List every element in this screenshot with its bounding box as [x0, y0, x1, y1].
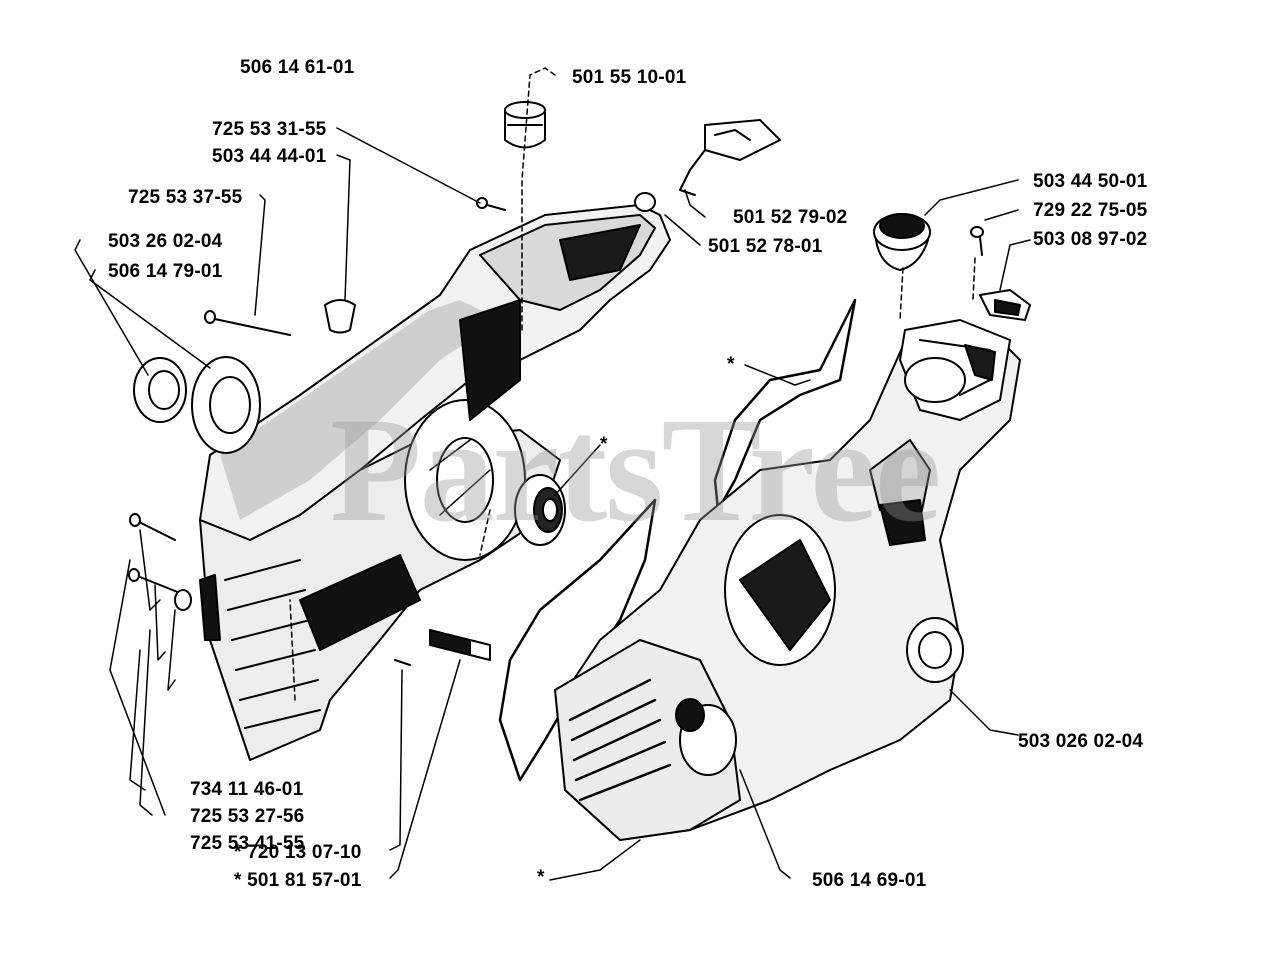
label-725-53-31-55: 725 53 31-55 [212, 119, 327, 140]
label-503-44-50-01: 503 44 50-01 [1033, 171, 1148, 192]
label-asterisk-gasket: * [727, 354, 735, 375]
nipple-501-52-78-01 [634, 192, 656, 212]
label-720-13-07-10: * 720 13 07-10 [234, 842, 362, 863]
right-crankcase-half [554, 319, 1021, 841]
label-501-52-78-01: 501 52 78-01 [708, 236, 823, 257]
label-506-14-79-01: 506 14 79-01 [108, 261, 223, 282]
cap-503-44-50-01 [873, 213, 931, 271]
left-crankcase-half [199, 204, 671, 761]
label-725-53-41-55: 725 53 41-55 [190, 833, 305, 854]
gasket-center [498, 498, 657, 782]
clip-503-08-97-02 [979, 289, 1031, 321]
label-506-14-61-01: 506 14 61-01 [240, 57, 355, 78]
label-503-026-02-04: 503 026 02-04 [1018, 731, 1144, 752]
plug-501-81-57-01 [429, 629, 491, 661]
label-501-55-10-01: 501 55 10-01 [572, 67, 687, 88]
label-501-81-57-01: * 501 81 57-01 [234, 870, 362, 891]
label-asterisk-bearing: * [600, 434, 608, 455]
label-asterisk-crankcase: * [537, 867, 545, 888]
label-506-14-69-01: 506 14 69-01 [812, 870, 927, 891]
leader-lines [74, 67, 1031, 881]
pin-720-13-07-10 [394, 659, 411, 666]
screw-725-53-27-56 [128, 568, 192, 611]
label-503-26-02-04: 503 26 02-04 [108, 231, 223, 252]
label-503-08-97-02: 503 08 97-02 [1033, 229, 1148, 250]
screw-725-53-31-55 [476, 197, 506, 211]
label-725-53-37-55: 725 53 37-55 [128, 187, 243, 208]
watermark-text: PartsTree [330, 387, 941, 553]
screw-729-22-75-05 [970, 226, 984, 256]
label-729-22-75-05: 729 22 75-05 [1033, 200, 1148, 221]
label-725-53-27-56: 725 53 27-56 [190, 806, 305, 827]
small-plug-503-44-44-01 [324, 299, 356, 334]
label-503-44-44-01: 503 44 44-01 [212, 146, 327, 167]
label-501-52-79-02: 501 52 79-02 [733, 207, 848, 228]
label-734-11-46-01: 734 11 46-01 [190, 779, 304, 800]
switch-501-52-79-02 [679, 119, 781, 196]
bolt-725-53-37-55 [204, 310, 291, 336]
seal-ring-left [133, 356, 261, 454]
cap-501-55-10-01 [504, 101, 546, 149]
screw-734-11-46-01 [129, 513, 176, 541]
